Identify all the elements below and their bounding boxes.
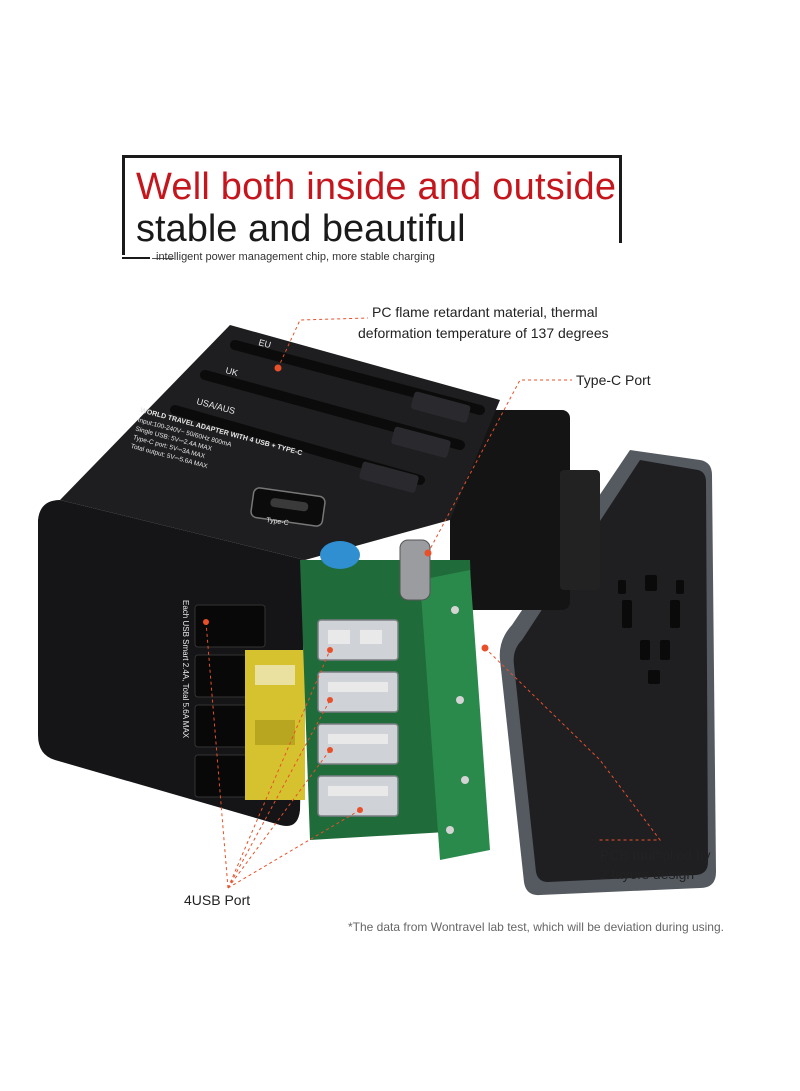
headline-frame-bottom — [122, 257, 150, 259]
type-c-callout: Type-C Port — [576, 372, 651, 388]
subline: intelligent power management chip, more … — [156, 251, 435, 263]
transformer — [245, 650, 305, 800]
pcb-callout-line1: PCB multiplied by — [600, 847, 711, 863]
slot-label-uk: UK — [224, 365, 239, 378]
usb-callout: 4USB Port — [184, 892, 251, 908]
headline-frame — [122, 155, 622, 255]
callout-leaders — [205, 317, 661, 889]
material-callout-line2: deformation temperature of 137 degrees — [358, 325, 609, 341]
footnote: *The data from Wontravel lab test, which… — [348, 920, 724, 934]
slot-label-eu: EU — [257, 337, 272, 350]
headline-black: stable and beautiful — [136, 208, 466, 250]
type-c-port-label: Type-C — [266, 517, 289, 527]
headline-frame-right — [619, 155, 622, 243]
subline-dash — [152, 258, 174, 259]
usb-side-label: Each USB Smart 2.4A, Total 5.6A MAX — [181, 600, 190, 739]
usb-connectors — [317, 619, 399, 817]
slider-prongs — [450, 410, 600, 610]
material-callout-line1: PC flame retardant material, thermal — [372, 304, 598, 320]
plug-face-panel — [499, 450, 716, 896]
callout-dots — [203, 364, 489, 813]
pcb-callout-line2: 2 layers design — [600, 866, 695, 882]
headline-red: Well both inside and outside — [136, 166, 617, 208]
